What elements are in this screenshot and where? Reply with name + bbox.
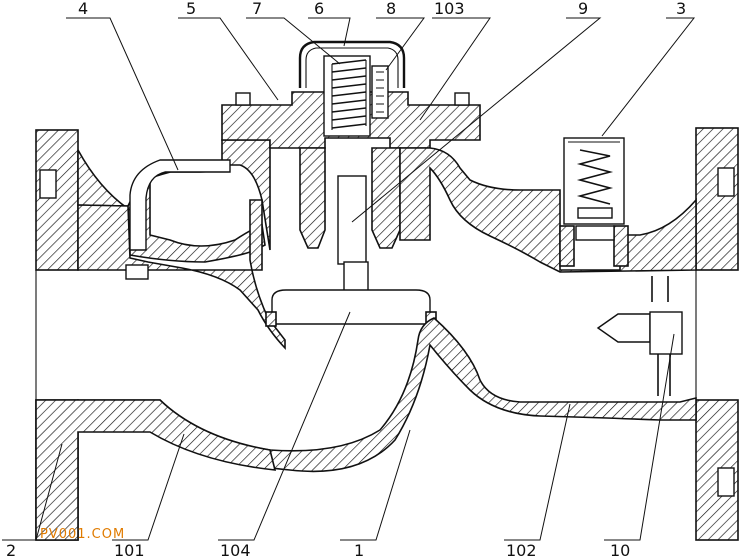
relief-cartridge-3 <box>559 137 629 267</box>
body-lower-left <box>35 399 277 541</box>
callout-102: 102 <box>506 541 537 560</box>
top-cap <box>298 40 406 137</box>
callout-10: 10 <box>610 541 630 560</box>
callout-labels: 4 5 7 6 8 103 9 3 2 101 104 1 102 10 <box>6 0 686 560</box>
body-lower-divider <box>77 317 697 473</box>
valve-disc <box>265 261 437 327</box>
callout-9: 9 <box>578 0 588 18</box>
callout-101: 101 <box>114 541 145 560</box>
watermark: PV001.COM <box>40 527 125 542</box>
probe-10 <box>596 276 683 396</box>
bypass-pipe <box>129 159 231 251</box>
leader-lines <box>2 17 696 541</box>
body-upper-right <box>399 147 697 273</box>
right-flange <box>695 127 739 541</box>
callout-2: 2 <box>6 541 16 560</box>
inner-tube <box>299 147 401 265</box>
callout-103: 103 <box>434 0 465 18</box>
callout-104: 104 <box>220 541 251 560</box>
callout-1: 1 <box>354 541 364 560</box>
callout-5: 5 <box>186 0 196 18</box>
callout-8: 8 <box>386 0 396 18</box>
callout-7: 7 <box>252 0 262 18</box>
coil-spring-7 <box>331 59 367 130</box>
callout-4: 4 <box>78 0 88 18</box>
callout-3: 3 <box>676 0 686 18</box>
callout-6: 6 <box>314 0 324 18</box>
